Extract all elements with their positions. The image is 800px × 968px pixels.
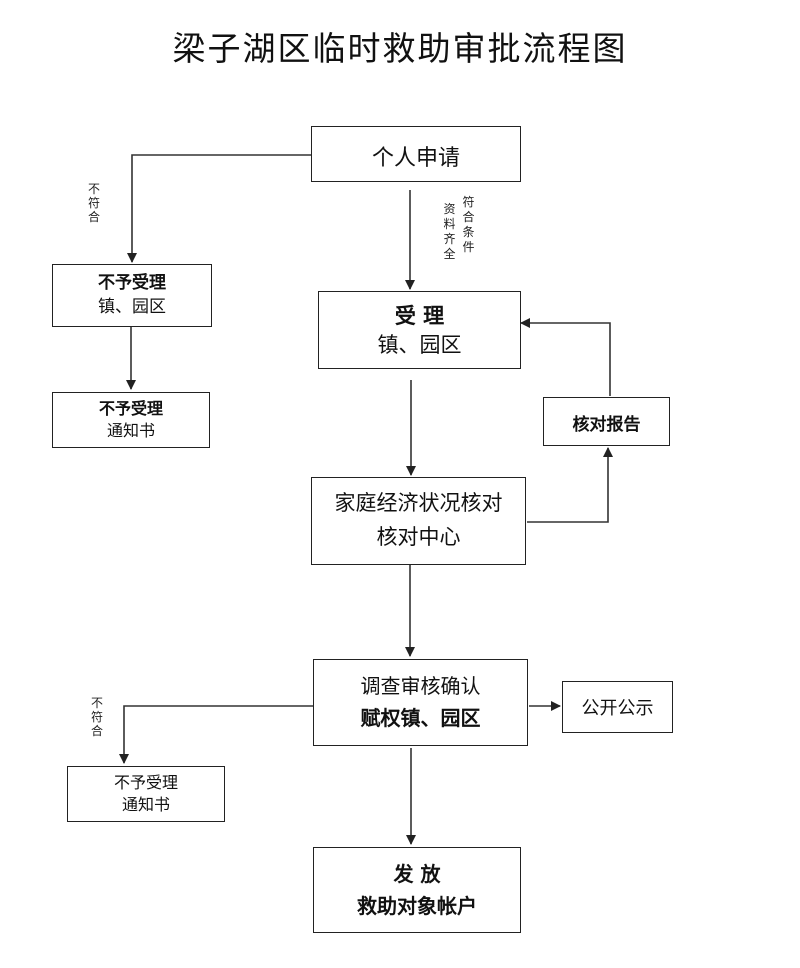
node-grant-payment: 发 放 救助对象帐户 xyxy=(313,847,521,933)
page-title: 梁子湖区临时救助审批流程图 xyxy=(172,29,628,68)
node-verify-center: 家庭经济状况核对 核对中心 xyxy=(311,477,526,565)
edge-verify-to-report xyxy=(527,447,613,523)
node-text: 核对报告 xyxy=(572,415,641,435)
node-text: 核对中心 xyxy=(376,525,461,549)
node-text: 公开公示 xyxy=(581,698,654,719)
node-text: 家庭经济状况核对 xyxy=(334,491,503,515)
node-text: 发 放 xyxy=(393,862,441,886)
node-publicity: 公开公示 xyxy=(562,681,673,733)
node-text: 镇、园区 xyxy=(377,333,462,357)
edge-investigate-to-notice xyxy=(119,705,313,764)
node-text: 不予受理 xyxy=(98,273,166,293)
edge-report-to-accept xyxy=(520,318,611,396)
node-text: 镇、园区 xyxy=(98,297,166,317)
node-text: 救助对象帐户 xyxy=(357,894,477,918)
node-verify-report: 核对报告 xyxy=(543,397,670,446)
node-personal-apply: 个人申请 xyxy=(311,126,521,182)
edge-label-not-match-top: 不符合 xyxy=(86,182,102,224)
node-reject-notice-top: 不予受理 通知书 xyxy=(52,392,210,448)
node-accept: 受 理 镇、园区 xyxy=(318,291,521,369)
node-reject-notice-bottom: 不予受理 通知书 xyxy=(67,766,225,822)
edge-apply-to-reject xyxy=(127,154,312,263)
node-text: 受 理 xyxy=(394,304,445,328)
node-reject-town: 不予受理 镇、园区 xyxy=(52,264,212,327)
node-text: 赋权镇、园区 xyxy=(360,706,481,730)
node-text: 通知书 xyxy=(121,795,170,814)
edge-label-condition-col1: 符合条件 xyxy=(462,195,475,254)
node-investigate-confirm: 调查审核确认 赋权镇、园区 xyxy=(313,659,528,746)
edge-label-text: 不符合 xyxy=(90,696,103,738)
node-text: 调查审核确认 xyxy=(360,674,481,698)
edge-label-condition-col2: 资料齐全 xyxy=(443,202,456,261)
node-text: 通知书 xyxy=(106,421,155,440)
node-text: 不予受理 xyxy=(98,399,163,418)
node-text: 个人申请 xyxy=(371,146,460,171)
edge-label-not-match-bottom: 不符合 xyxy=(89,696,105,738)
node-text: 不予受理 xyxy=(113,773,178,792)
edge-label-text: 不符合 xyxy=(87,182,100,224)
